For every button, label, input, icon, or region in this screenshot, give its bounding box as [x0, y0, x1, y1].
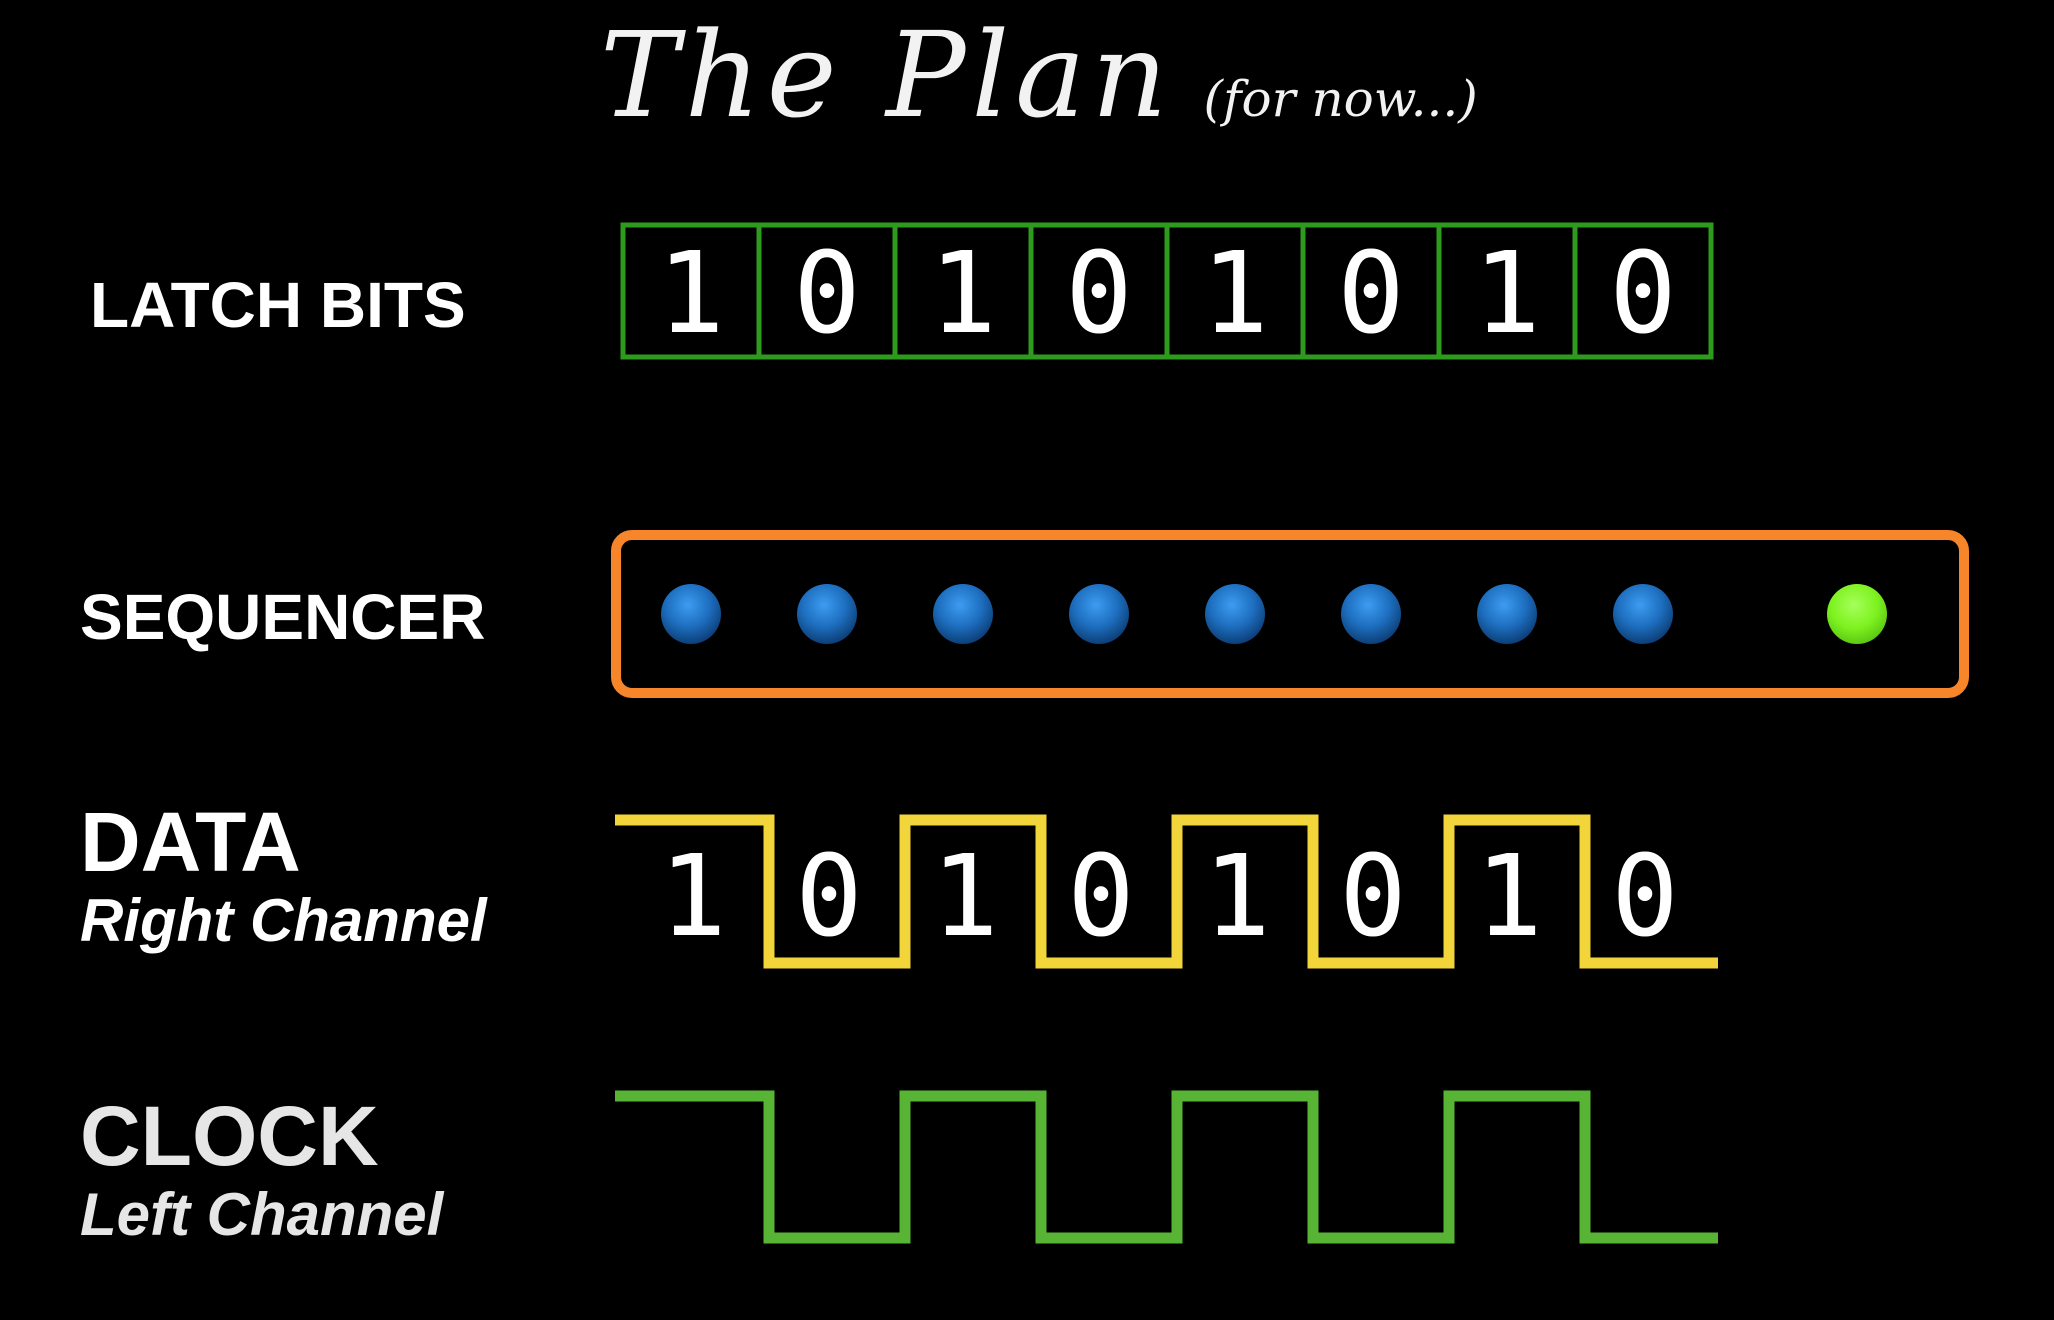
latch-bit-value: 1 — [1473, 229, 1540, 359]
sequencer-dot — [933, 584, 993, 644]
latch-bit-value: 0 — [793, 229, 860, 359]
data-bit-value: 0 — [795, 832, 862, 962]
sequencer-frame — [611, 530, 1969, 698]
sequencer-dot — [1069, 584, 1129, 644]
data-bit-value: 1 — [1475, 832, 1542, 962]
data-bit-value: 1 — [659, 832, 726, 962]
sequencer-dot — [1341, 584, 1401, 644]
sequencer-dot — [797, 584, 857, 644]
latch-bit-value: 1 — [657, 229, 724, 359]
sequencer-dot — [661, 584, 721, 644]
data-bit-value: 0 — [1339, 832, 1406, 962]
clock-channel-label: Left Channel — [80, 1181, 444, 1248]
latch-bit-value: 0 — [1065, 229, 1132, 359]
data-bit-value: 1 — [1203, 832, 1270, 962]
latch-bit-value: 0 — [1609, 229, 1676, 359]
data-wave-line — [615, 814, 1718, 969]
data-bit-value: 1 — [931, 832, 998, 962]
latch-bit-cell — [1572, 222, 1714, 360]
sequencer-dot — [1613, 584, 1673, 644]
latch-bit-value: 1 — [929, 229, 996, 359]
sequencer-dot — [1477, 584, 1537, 644]
latch-bit-value: 0 — [1337, 229, 1404, 359]
data-label: DATA — [80, 795, 301, 889]
data-bit-value: 0 — [1611, 832, 1678, 962]
data-bit-value: 0 — [1067, 832, 1134, 962]
data-channel-label: Right Channel — [80, 887, 487, 954]
sequencer-label: SEQUENCER — [80, 581, 486, 653]
sequencer-dot — [1205, 584, 1265, 644]
sequencer-dot-active — [1827, 584, 1887, 644]
title-main: The Plan — [600, 6, 1174, 144]
page-title: The Plan (for now...) — [600, 0, 1478, 150]
latch-bits-label: LATCH BITS — [90, 269, 466, 341]
clock-label: CLOCK — [80, 1089, 379, 1183]
latch-bit-value: 1 — [1201, 229, 1268, 359]
sequencer-dots — [661, 584, 1887, 644]
clock-wave-line — [615, 1090, 1718, 1244]
title-subtitle: (for now...) — [1203, 70, 1478, 128]
